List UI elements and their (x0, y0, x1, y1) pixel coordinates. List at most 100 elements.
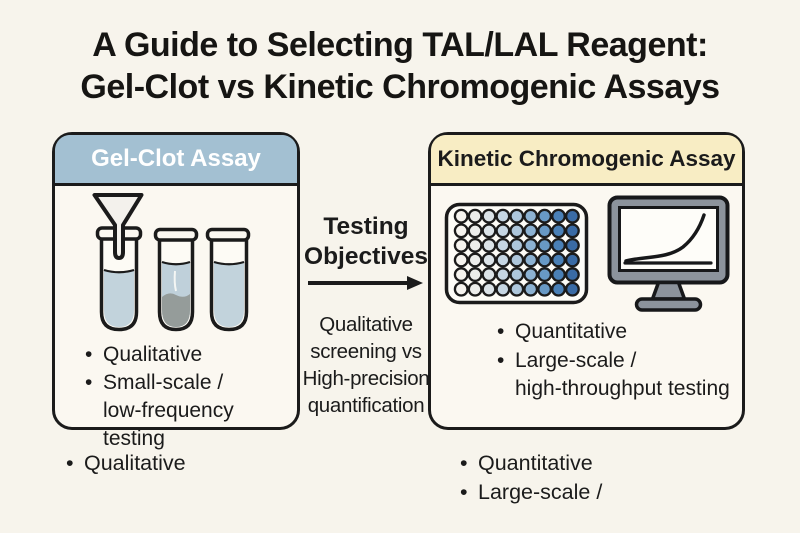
plate-well (453, 223, 469, 239)
plate-well (564, 281, 580, 297)
plate-well (495, 237, 511, 253)
middle-desc-line: High-precision (302, 367, 430, 390)
funnel-icon (92, 193, 144, 260)
kinetic-panel-title: Kinetic Chromogenic Assay (437, 146, 736, 171)
plate-well (509, 237, 525, 253)
tube2-clot (162, 293, 190, 327)
list-item: • Quantitative (460, 449, 602, 478)
list-item: • Qualitative (66, 449, 186, 478)
gel-clot-panel-header: Gel-Clot Assay (55, 135, 297, 186)
plate-well (564, 237, 580, 253)
arrow-right-icon (308, 276, 423, 290)
plate-well (523, 252, 539, 268)
tube3-rim (205, 227, 251, 242)
plate-well (467, 237, 483, 253)
bullet-text: Qualitative (103, 343, 203, 366)
plate-well (537, 208, 553, 224)
plate-well (523, 237, 539, 253)
plate-well (467, 208, 483, 224)
kinetic-chromogenic-panel: Kinetic Chromogenic Assay • Quantitative… (428, 132, 745, 430)
footer-left-note: • Qualitative (66, 449, 186, 478)
plate-well (564, 252, 580, 268)
plate-well (453, 208, 469, 224)
plate-well (467, 267, 483, 283)
page-title-line2: Gel-Clot vs Kinetic Chromogenic Assays (80, 68, 720, 106)
bullet-dot: • (497, 320, 505, 343)
plate-well (481, 252, 497, 268)
bullet-text-cont: low-frequency testing (103, 399, 234, 450)
list-item: • Large-scale / high-throughput testing (497, 347, 730, 404)
bullet-text: Large-scale / (478, 479, 603, 504)
plate-well (481, 237, 497, 253)
plate-well (564, 223, 580, 239)
kinetic-panel-header: Kinetic Chromogenic Assay (431, 135, 742, 186)
plate-well (495, 281, 511, 297)
list-item: • Large-scale / (460, 478, 602, 507)
plate-well (551, 281, 566, 297)
plate-well (537, 281, 553, 297)
plate-well (551, 267, 566, 283)
plate-well (467, 252, 483, 268)
bullet-dot: • (460, 451, 468, 475)
list-item: • Qualitative (85, 341, 297, 369)
bullet-text-cont: high-throughput testing (515, 377, 730, 400)
plate-well (467, 223, 483, 239)
plate-well (509, 208, 525, 224)
list-item: • Small-scale / low-frequency testing (85, 369, 297, 453)
plate-well (453, 267, 469, 283)
plate-well (551, 252, 566, 268)
plate-well (481, 223, 497, 239)
plate-well (523, 223, 539, 239)
bullet-text: Qualitative (84, 451, 186, 475)
plate-well (509, 281, 525, 297)
monitor-base (634, 297, 703, 312)
tube3-liquid (214, 262, 244, 327)
middle-label-line1: Testing (323, 213, 409, 240)
gel-clot-bullets: • Qualitative • Small-scale / low-freque… (85, 341, 297, 453)
plate-well (509, 267, 525, 283)
bullet-dot: • (66, 451, 74, 475)
plate-well (509, 252, 525, 268)
plate-well (495, 208, 511, 224)
gel-clot-panel: Gel-Clot Assay • (52, 132, 300, 450)
plate-well (551, 237, 566, 253)
kinetic-bullets: • Quantitative • Large-scale / high-thro… (497, 318, 730, 404)
plate-well (495, 267, 511, 283)
plate-well (537, 223, 553, 239)
plate-well (537, 267, 553, 283)
plate-well (495, 223, 511, 239)
plate-well (453, 252, 469, 268)
plate-well (551, 223, 566, 239)
bullet-text: Large-scale / (515, 348, 637, 372)
bullet-dot: • (497, 348, 505, 372)
bullet-dot: • (460, 479, 468, 504)
middle-label: Testing Objectives (296, 212, 436, 271)
bullet-dot: • (85, 371, 93, 394)
plate-well (481, 208, 497, 224)
plate-well (481, 281, 497, 297)
plate-well (523, 208, 539, 224)
middle-desc-line: screening vs (310, 340, 422, 363)
plate-well (481, 267, 497, 283)
plate-well (453, 281, 469, 297)
plate-well (564, 208, 580, 224)
bullet-text: Small-scale / (103, 371, 224, 394)
plate-well (509, 223, 525, 239)
plate-well (453, 237, 469, 253)
middle-description: Qualitative screening vs High-precision … (296, 311, 436, 419)
gel-clot-panel-title: Gel-Clot Assay (91, 145, 261, 172)
test-tube-icon (92, 193, 251, 332)
middle-label-line2: Objectives (304, 242, 428, 270)
plate-well (551, 208, 566, 224)
growth-curve (624, 213, 706, 263)
plate-well (495, 252, 511, 268)
tube1-liquid (104, 270, 134, 327)
bullet-dot: • (85, 343, 93, 366)
middle-desc-line: Qualitative (319, 313, 413, 336)
microplate-wells (453, 208, 580, 297)
list-item: • Quantitative (497, 318, 730, 347)
middle-desc-line: quantification (307, 394, 425, 417)
plate-well (523, 267, 539, 283)
bullet-text: Quantitative (478, 451, 593, 475)
